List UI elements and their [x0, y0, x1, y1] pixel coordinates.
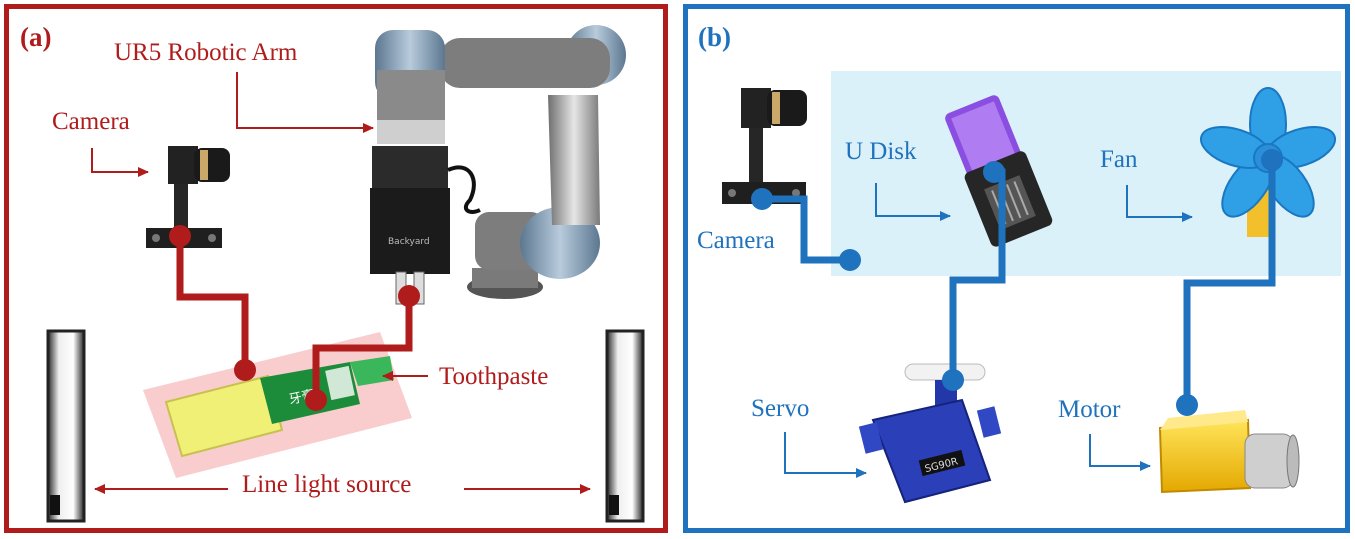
camera-a: [146, 146, 230, 248]
gripper-brand-text: Backyard: [388, 237, 430, 247]
panel-a-frame: [4, 4, 668, 533]
line-light-left: [46, 329, 86, 523]
connector-camera-b: [751, 188, 861, 271]
panel-b-frame: [683, 4, 1350, 533]
label-toothpaste: Toothpaste: [439, 363, 549, 390]
line-light-right: [605, 329, 645, 523]
arrow-motor: [1089, 434, 1151, 471]
label-ur5-robotic-arm: UR5 Robotic Arm: [114, 39, 298, 66]
arrow-servo: [784, 432, 867, 478]
arrow-robot: [236, 72, 374, 133]
panel-b-tag: (b): [698, 22, 731, 52]
camera-b: [722, 88, 807, 204]
arrow-udisk: [875, 183, 951, 221]
connector-fan-motor: [1176, 149, 1283, 416]
label-servo: Servo: [751, 395, 810, 422]
label-line-light-source: Line light source: [242, 471, 412, 498]
motor: [1158, 410, 1300, 494]
connector-gripper: [305, 285, 420, 411]
label-camera-a: Camera: [52, 108, 130, 135]
arrow-fan: [1126, 185, 1193, 222]
label-motor: Motor: [1058, 396, 1121, 423]
label-udisk: U Disk: [845, 138, 917, 165]
connector-udisk-servo: [942, 161, 1006, 391]
panel-a-tag: (a): [20, 22, 52, 52]
label-camera-b: Camera: [697, 227, 775, 254]
ur5-robotic-arm: Backyard: [370, 25, 626, 305]
arrow-camera-a: [91, 148, 149, 177]
label-fan: Fan: [1100, 146, 1138, 173]
servo: SG90R: [858, 363, 1002, 504]
connector-camera-a: [169, 225, 256, 381]
toothpaste-tube: 牙膏: [164, 356, 394, 458]
fan: [1199, 87, 1337, 237]
